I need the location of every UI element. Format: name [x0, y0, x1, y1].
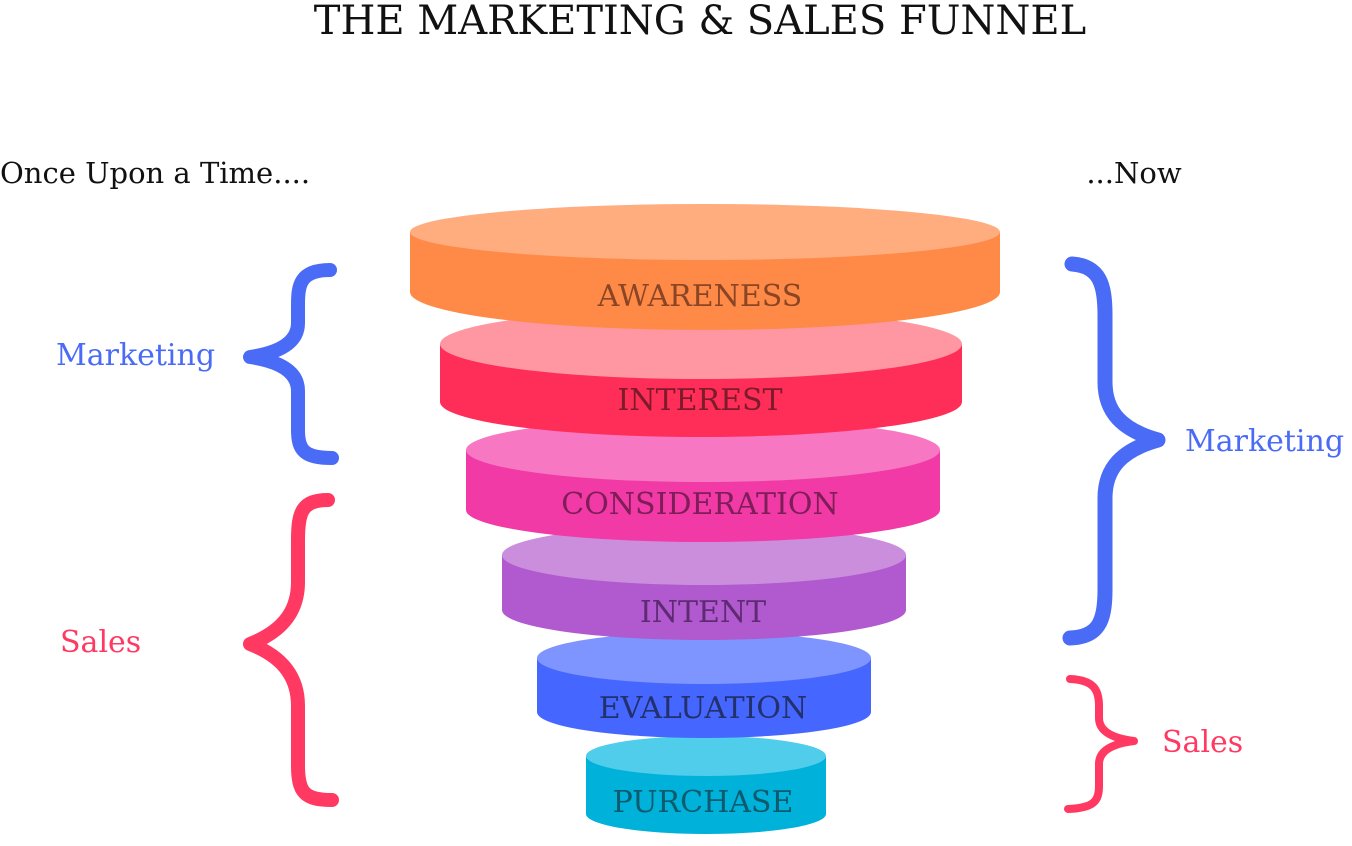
- then-groups: Marketing Sales: [56, 263, 339, 807]
- funnel-stage-consideration: CONSIDERATION: [466, 418, 940, 542]
- stage-top: [466, 418, 940, 482]
- stage-body: [410, 232, 1000, 330]
- group-label-marketing: Marketing: [1185, 424, 1344, 459]
- group-label-marketing: Marketing: [56, 338, 215, 373]
- right-brace-icon: [1064, 675, 1138, 813]
- stage-label: EVALUATION: [599, 691, 808, 726]
- stage-top: [537, 632, 871, 684]
- stage-label: INTENT: [640, 595, 766, 630]
- funnel-stage-awareness: AWARENESS: [410, 204, 1000, 330]
- funnel-stage-interest: INTEREST: [440, 309, 962, 437]
- stage-top: [502, 525, 906, 585]
- page-title: THE MARKETING & SALES FUNNEL: [314, 0, 1086, 44]
- funnel: PURCHASE EVALUATION INTENT CONSIDERATION…: [410, 204, 1000, 834]
- left-brace-icon: [243, 493, 339, 807]
- stage-label: PURCHASE: [613, 785, 794, 820]
- stage-top: [586, 736, 826, 776]
- right-column-heading: ...Now: [1086, 156, 1181, 190]
- group-label-sales: Sales: [60, 625, 141, 660]
- left-column-heading: Once Upon a Time....: [0, 156, 310, 190]
- stage-top: [410, 204, 1000, 260]
- left-brace-icon: [243, 263, 339, 465]
- stage-top: [440, 309, 962, 379]
- right-brace-icon: [1062, 256, 1166, 646]
- now-groups: Marketing Sales: [1062, 256, 1344, 813]
- funnel-stage-intent: INTENT: [502, 525, 906, 640]
- stage-body: [586, 756, 826, 834]
- funnel-stage-evaluation: EVALUATION: [537, 632, 871, 738]
- stage-label: AWARENESS: [597, 279, 803, 314]
- stage-label: CONSIDERATION: [561, 487, 838, 522]
- group-label-sales: Sales: [1162, 725, 1243, 760]
- funnel-stage-purchase: PURCHASE: [586, 736, 826, 834]
- stage-label: INTEREST: [617, 383, 782, 418]
